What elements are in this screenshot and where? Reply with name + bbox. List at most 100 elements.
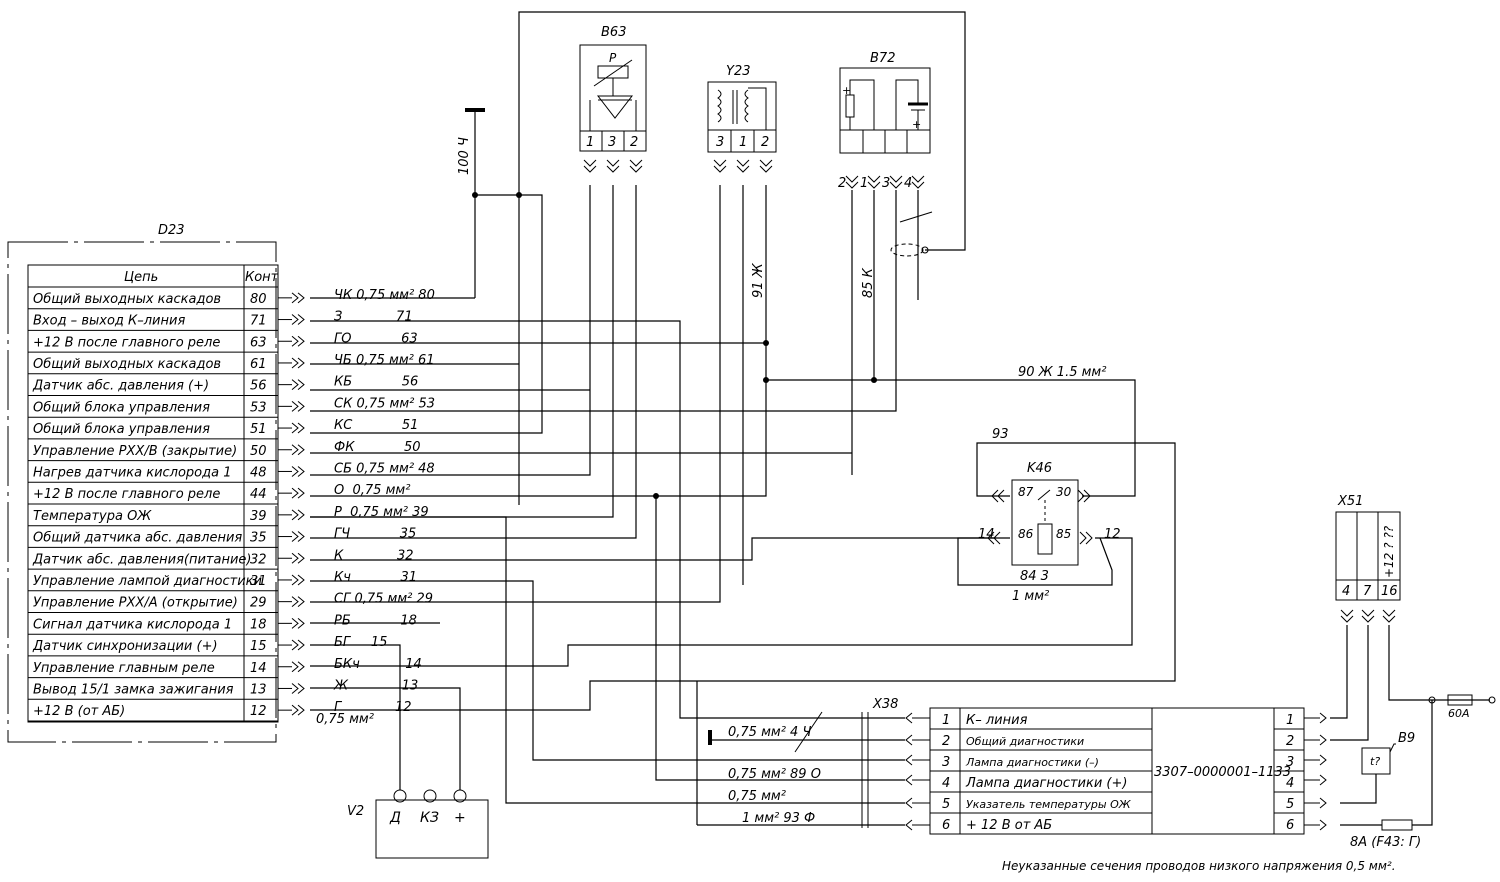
pin-chevron [1319,712,1327,724]
controller-row-pin: 39 [250,509,267,524]
v2-pin-kz: КЗ [420,810,439,826]
diag-row-number: 4 [942,776,950,791]
controller-row-circuit: Сигнал датчика кислорода 1 [33,617,232,632]
pin-chevron [291,444,305,456]
diag-row-pin: 4 [1286,776,1294,791]
sensor-b9: B9 t? [1340,731,1415,804]
pin-chevron [291,509,305,521]
wire-label-100: 100 Ч [457,137,472,175]
controller-row-circuit: Общий датчика абс. давления [33,531,242,546]
diag-row-name: Общий диагностики [966,735,1084,748]
pin-chevron [905,819,913,831]
controller-row-circuit: Датчик синхронизации (+) [32,639,218,654]
diag-code: 3307–0000001–1133 [1154,765,1291,780]
diag-row-number: 6 [942,818,950,833]
controller-row-pin: 56 [250,379,267,394]
controller-row-wire: БГ 15 [334,635,387,650]
diag-row-pin: 3 [1286,755,1294,770]
controller-row-wire: ФК 50 [334,440,421,455]
pin-chevron [905,712,913,724]
controller-row-circuit: Общий блока управления [33,422,210,437]
k46-wire-84: 84 3 [1020,569,1049,584]
pin-chevron [291,400,305,412]
wire-label-90: 90 Ж 1.5 мм² [1018,365,1106,380]
y23-pin-3: 3 [716,135,724,150]
controller-row-wire: РБ 18 [334,613,417,628]
pin-chevron [291,335,305,347]
controller-row-wire: К 32 [334,548,414,563]
controller-row-circuit: +12 В после главного реле [33,487,220,502]
b63-label: B63 [601,25,626,40]
controller-row-pin: 80 [250,292,267,307]
b9-symbol: t? [1370,755,1380,768]
v2-pin-plus: + [454,810,466,826]
diag-row-number: 2 [942,734,950,749]
pin-chevron [291,639,305,651]
k46-pin-85: 85 [1056,527,1071,541]
x38-row-6: 1 мм² 93 Ф [742,811,815,826]
b72-label: B72 [870,51,895,66]
controller-row-wire: ГО 63 [334,331,418,346]
pin-chevron [1319,819,1327,831]
x51-pin-16: 16 [1381,584,1398,599]
pin-chevron [291,466,305,477]
pin-chevron [1319,774,1327,786]
controller-row-pin: 29 [250,596,267,611]
b72-pin-2: 2 [838,176,846,191]
x51-tag: +12 ? ?? [1382,525,1396,578]
controller-row-circuit: +12 В после главного реле [33,335,220,350]
wire-label-91: 91 Ж [751,262,766,298]
controller-row-pin: 14 [250,661,267,676]
valve-y23: Y23 3 1 2 [707,64,777,173]
controller-row-pin: 44 [250,487,267,502]
svg-text:+: + [842,84,851,97]
controller-row-wire: ГЧ 35 [334,527,416,542]
diag-row-number: 3 [942,755,950,770]
x38-row-4: 0,75 мм² 89 О [728,767,821,782]
controller-row-circuit: Датчик абс. давления(питание) [32,552,251,567]
controller-bottom-note: 0,75 мм² [316,712,374,727]
controller-row-circuit: Управление РХХ/А (открытие) [33,596,238,611]
x51-pin-7: 7 [1363,584,1372,599]
k46-label: K46 [1027,461,1052,476]
controller-row-wire: КБ 56 [334,375,418,390]
controller-row-pin: 71 [250,314,267,329]
controller-row-pin: 12 [250,704,267,719]
relay-k46: K46 87 30 86 85 93 14 12 84 3 1 мм² [957,427,1121,604]
b63-pin-1: 1 [586,135,594,150]
controller-row-circuit: Управление главным реле [33,661,215,676]
diag-row-pin: 1 [1286,713,1294,728]
wire-label-85: 85 К [861,267,876,298]
controller-row-pin: 18 [250,617,267,632]
diag-row-name: Лампа диагностики (–) [965,756,1099,769]
pin-chevron [291,596,305,608]
controller-row-circuit: Вывод 15/1 замка зажигания [33,682,234,697]
diag-row-name: Указатель температуры ОЖ [966,798,1132,811]
x51-pin-4: 4 [1342,584,1350,599]
diag-row-name: + 12 В от АБ [966,818,1052,833]
diag-row-pin: 5 [1286,797,1294,812]
controller-row-pin: 35 [250,531,267,546]
v2-label: V2 [347,804,364,819]
controller-row-circuit: Управление лампой диагностики [33,574,262,589]
footnote: Неуказанные сечения проводов низкого нап… [1002,859,1396,873]
sensor-b72: B72 + + 2 1 3 4 [838,51,931,191]
pin-chevron [905,734,913,746]
controller-row-circuit: Общий выходных каскадов [33,357,221,372]
controller-row-pin: 51 [250,422,267,437]
controller-row-wire: Р 0,75 мм² 39 [334,505,429,520]
svg-text:+: + [912,118,921,131]
controller-row-wire: О 0,75 мм² [334,483,410,498]
b72-pin-3: 3 [882,176,890,191]
diag-row-name: Лампа диагностики (+) [965,776,1127,791]
controller-row-circuit: Управление РХХ/В (закрытие) [33,444,237,459]
pin-chevron [291,574,305,586]
diag-row-pin: 2 [1286,734,1294,749]
connector-x51: X51 +12 ? ?? 4 7 16 60А 8А (F43: Г) [1330,494,1496,850]
controller-row-circuit: Температура ОЖ [33,509,152,524]
pin-chevron [291,314,305,325]
harness: 100 Ч 91 Ж 85 К 90 Ж 1.5 мм² [278,11,1176,826]
x38-row-1: 0,75 мм² 4 Ч [728,725,811,740]
controller-row-circuit: Вход – выход К–линия [33,314,185,329]
controller-row-circuit: Нагрев датчика кислорода 1 [33,465,232,480]
